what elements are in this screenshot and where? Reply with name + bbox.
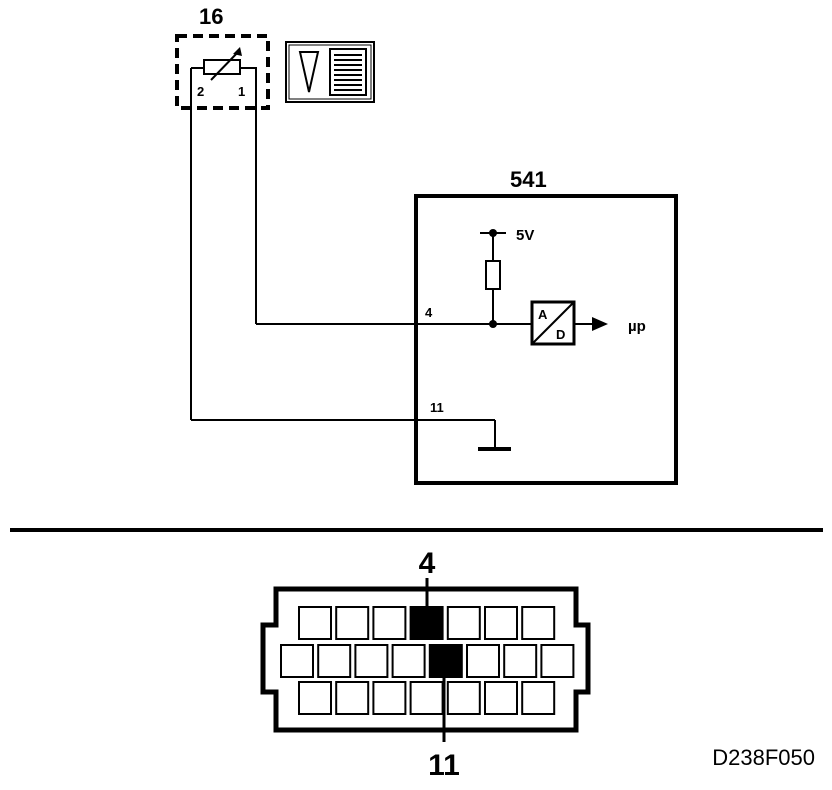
pullup-resistor <box>485 260 501 290</box>
ecu-pin-4-label: 4 <box>425 305 433 320</box>
adc-output-label: D <box>556 327 565 342</box>
connector-cavity <box>484 681 518 715</box>
connector-cavity-highlighted <box>428 644 463 678</box>
sensor-pin-1-label: 1 <box>238 84 245 99</box>
connector-cavity <box>317 644 352 678</box>
ecu-box <box>414 194 678 485</box>
connector-cavity <box>372 681 407 715</box>
microprocessor-label: µp <box>628 318 646 335</box>
ecu-id-label: 541 <box>510 167 547 192</box>
supply-voltage-label: 5V <box>516 227 534 244</box>
ecu-pin-11-label: 11 <box>430 400 444 415</box>
variable-resistor-icon <box>190 47 257 420</box>
connector-cavities <box>280 606 575 715</box>
connector-cavity <box>335 681 370 715</box>
connector-pin-11-label: 11 <box>428 749 460 782</box>
connector-cavity <box>521 606 556 640</box>
connector-housing <box>260 586 591 733</box>
connector-cavity <box>503 644 538 678</box>
connector-cavity <box>540 644 575 678</box>
sensor-id-label: 16 <box>199 4 223 29</box>
connector-cavity <box>409 681 444 715</box>
connector-cavity <box>335 606 370 640</box>
ground-icon <box>478 420 511 451</box>
connector-cavity <box>280 644 314 678</box>
connector-cavity <box>466 644 500 678</box>
connector-cavity <box>446 681 481 715</box>
connector-cavity <box>354 644 389 678</box>
connector-cavity <box>298 606 332 640</box>
connector-cavity <box>484 606 518 640</box>
connector-cavity <box>298 681 332 715</box>
sensor-type-symbol-icon <box>285 41 375 103</box>
connector-pin-4-label: 4 <box>419 547 436 580</box>
connector-cavity <box>372 606 407 640</box>
adc-input-label: A <box>538 307 548 322</box>
sensor-housing <box>175 34 270 110</box>
connector-cavity-highlighted <box>409 606 444 640</box>
signal-node <box>489 320 497 328</box>
connector-cavity <box>521 681 556 715</box>
sensor-pin-2-label: 2 <box>197 84 204 99</box>
arrow-right-icon <box>592 317 608 331</box>
drawing-reference: D238F050 <box>712 745 815 770</box>
connector-cavity <box>446 606 481 640</box>
connector-cavity <box>391 644 426 678</box>
